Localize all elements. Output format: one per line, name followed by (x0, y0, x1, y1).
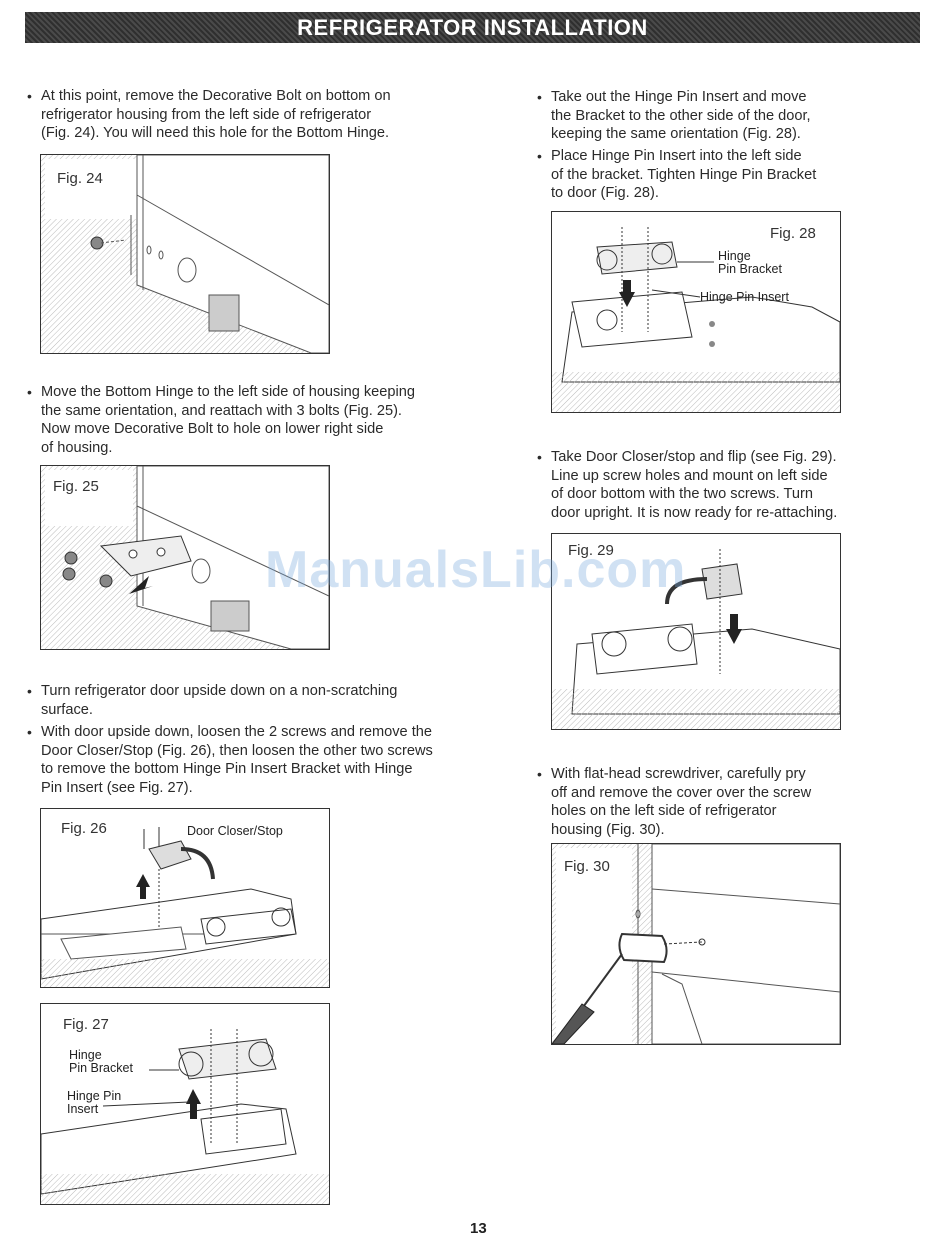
bullet-mark: • (537, 89, 542, 105)
text-line: off and remove the cover over the screw (551, 784, 812, 801)
text-line: With door upside down, loosen the 2 scre… (41, 724, 433, 740)
instruction-remove-decorative-bolt: • At this point, remove the Decorative B… (27, 87, 481, 143)
figure-26: Fig. 26 Door Closer/Stop (40, 808, 330, 988)
instruction-flip-door-closer: • Take Door Closer/stop and flip (see Fi… (537, 448, 941, 522)
figure-25-illustration (41, 466, 329, 649)
callout-hinge-pin-bracket: Hinge Pin Bracket (718, 250, 782, 276)
callout-hinge-pin-bracket: Hinge Pin Bracket (69, 1049, 133, 1075)
bullet-mark: • (537, 449, 542, 465)
instruction-take-out-insert: • Take out the Hinge Pin Insert and move… (537, 88, 931, 144)
figure-label: Fig. 25 (51, 478, 101, 495)
figure-29: Fig. 29 (551, 533, 841, 730)
text-line: refrigerator housing from the left side … (41, 106, 372, 123)
figure-label: Fig. 28 (768, 225, 818, 242)
text-line: of the bracket. Tighten Hinge Pin Bracke… (551, 166, 817, 183)
figure-label: Fig. 24 (55, 170, 105, 187)
figure-30-illustration (552, 844, 840, 1044)
text-line: of door bottom with the two screws. Turn (551, 486, 813, 502)
text-line: the Bracket to the other side of the doo… (551, 107, 811, 124)
text-line: door upright. It is now ready for re-att… (551, 504, 838, 521)
instruction-move-bottom-hinge: • Move the Bottom Hinge to the left side… (27, 383, 481, 457)
figure-label: Fig. 30 (562, 858, 612, 875)
watermark-text: ManualsLib.com (265, 541, 687, 599)
text-line: Now move Decorative Bolt to hole on lowe… (41, 421, 384, 437)
figure-27: Fig. 27 Hinge Pin Bracket Hinge Pin Inse… (40, 1003, 330, 1205)
text-line: surface. (41, 701, 93, 718)
figure-28: Fig. 28 Hinge Pin Bracket Hinge Pin Inse… (551, 211, 841, 413)
bullet-mark: • (27, 724, 32, 740)
figure-label: Fig. 27 (61, 1016, 111, 1033)
text-line: holes on the left side of refrigerator (551, 803, 777, 819)
bullet-mark: • (27, 88, 32, 104)
callout-line: Insert (67, 1102, 99, 1116)
text-line: to door (Fig. 28). (551, 185, 659, 201)
text-line: Line up screw holes and mount on left si… (551, 467, 828, 484)
figure-label: Fig. 29 (566, 542, 616, 559)
page-number: 13 (470, 1220, 487, 1237)
text-line: Door Closer/Stop (Fig. 26), then loosen … (41, 742, 433, 759)
text-line: Place Hinge Pin Insert into the left sid… (551, 148, 802, 164)
figure-27-illustration (41, 1029, 329, 1204)
instruction-pry-off-cover: • With flat-head screwdriver, carefully … (537, 765, 931, 839)
figure-label: Fig. 26 (59, 820, 109, 837)
text-line: Pin Insert (see Fig. 27). (41, 779, 193, 796)
callout-hinge-pin-insert: Hinge Pin Insert (67, 1090, 121, 1116)
bullet-mark: • (537, 148, 542, 164)
bullet-mark: • (27, 683, 32, 699)
callout-door-closer-stop: Door Closer/Stop (187, 824, 283, 838)
text-line: Move the Bottom Hinge to the left side o… (41, 384, 415, 400)
bullet-mark: • (27, 384, 32, 400)
text-line: Turn refrigerator door upside down on a … (41, 683, 398, 699)
callout-line: Hinge (69, 1048, 102, 1062)
callout-hinge-pin-insert: Hinge Pin Insert (700, 290, 789, 304)
figure-25: Fig. 25 (40, 465, 330, 650)
text-line: keeping the same orientation (Fig. 28). (551, 126, 801, 142)
instruction-loosen-screws: • With door upside down, loosen the 2 sc… (27, 723, 486, 797)
callout-line: Hinge (718, 249, 751, 263)
callout-line: Hinge Pin (67, 1089, 122, 1103)
bullet-mark: • (537, 766, 542, 782)
figure-28-illustration (552, 227, 840, 412)
callout-line: Pin Bracket (69, 1061, 133, 1075)
text-line: the same orientation, and reattach with … (41, 402, 402, 419)
figure-24: Fig. 24 (40, 154, 330, 354)
text-line: Take out the Hinge Pin Insert and move (551, 89, 807, 105)
instruction-place-insert: • Place Hinge Pin Insert into the left s… (537, 147, 931, 203)
callout-line: Pin Bracket (718, 262, 782, 276)
figure-24-illustration (41, 155, 329, 353)
text-line: Take Door Closer/stop and flip (see Fig.… (551, 449, 837, 465)
page-title: REFRIGERATOR INSTALLATION (297, 14, 648, 40)
text-line: housing (Fig. 30). (551, 821, 665, 838)
page-header-bar: REFRIGERATOR INSTALLATION (25, 12, 920, 43)
text-line: At this point, remove the Decorative Bol… (41, 88, 391, 104)
text-line: of housing. (41, 439, 113, 456)
text-line: (Fig. 24). You will need this hole for t… (41, 125, 390, 141)
figure-30: Fig. 30 (551, 843, 841, 1045)
text-line: With flat-head screwdriver, carefully pr… (551, 766, 806, 782)
figure-29-illustration (552, 549, 840, 729)
text-line: to remove the bottom Hinge Pin Insert Br… (41, 761, 413, 777)
instruction-turn-door: • Turn refrigerator door upside down on … (27, 682, 481, 719)
figure-26-illustration (41, 827, 329, 987)
